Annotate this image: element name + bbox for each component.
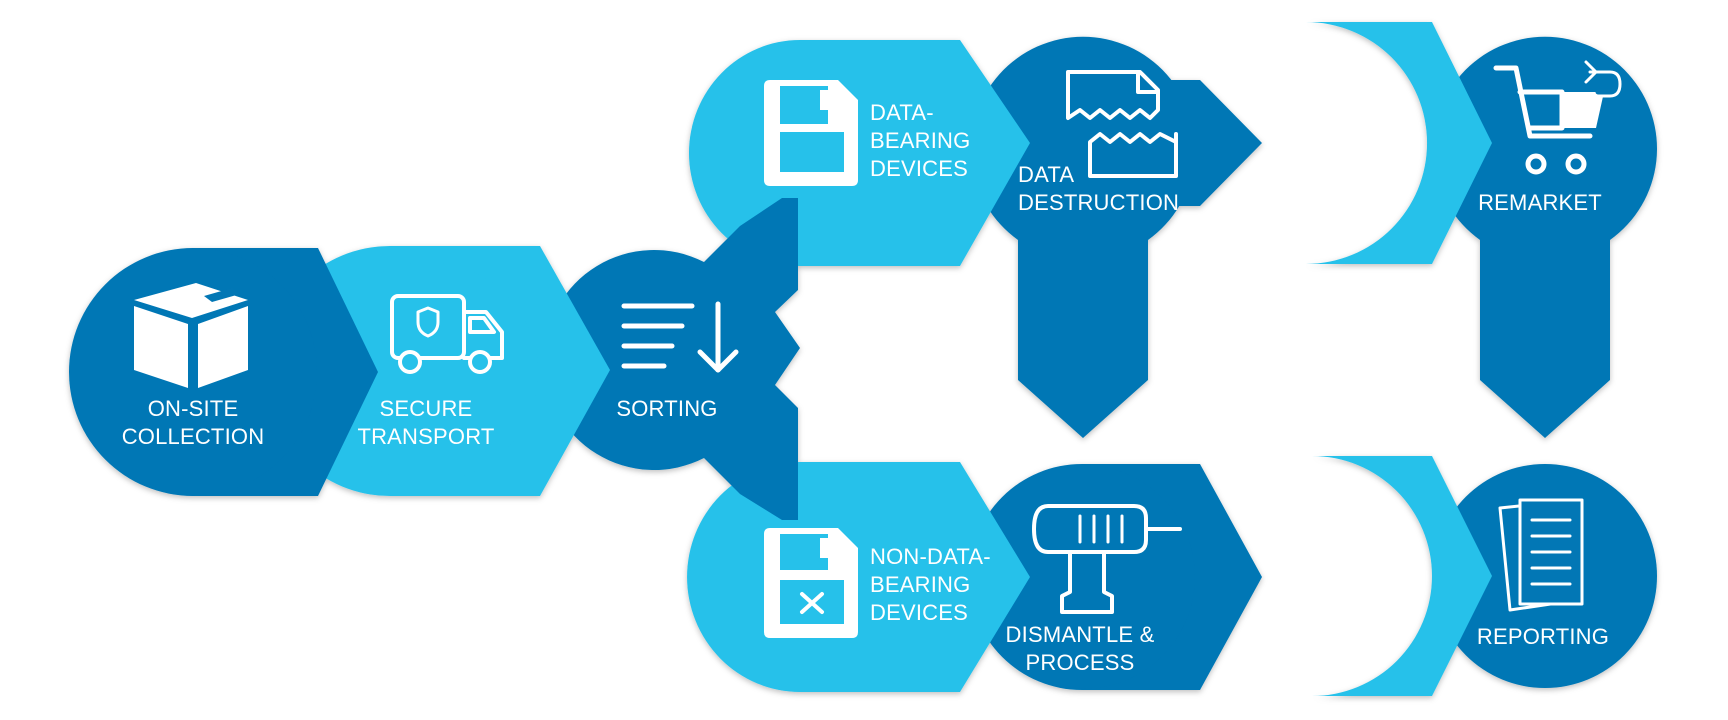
label-line: TRANSPORT — [357, 424, 494, 449]
label-line: NON-DATA- — [870, 544, 991, 569]
remarket-label: REMARKET — [1478, 190, 1602, 215]
drill-icon — [1032, 504, 1182, 614]
documents-icon — [1498, 498, 1584, 612]
label-line: DEVICES — [870, 600, 968, 625]
reporting-label: REPORTING — [1477, 624, 1609, 649]
recycle-label: RECYCLE — [1261, 620, 1366, 645]
label-line: DISMANTLE & — [1006, 622, 1155, 647]
refurbish-label: REFURBISH — [1244, 190, 1373, 215]
label-line: ON-SITE — [148, 396, 239, 421]
sort-icon — [621, 301, 739, 373]
label-line: SECURE — [380, 396, 473, 421]
label-line: DEVICES — [870, 156, 968, 181]
label-line: PROCESS — [1026, 650, 1135, 675]
sorting-label: SORTING — [616, 396, 717, 421]
non-data-bearing-devices-shape — [687, 462, 1030, 692]
label-line: REPORTING — [1477, 624, 1609, 649]
truck-icon — [390, 294, 504, 374]
recycle-icon — [1270, 504, 1384, 614]
shredded-paper-icon — [1066, 70, 1178, 178]
secure-transport-label: SECURE TRANSPORT — [357, 396, 494, 449]
non-data-bearing-devices-label: NON-DATA- BEARING DEVICES — [870, 544, 991, 625]
data-bearing-devices-label: DATA- BEARING DEVICES — [870, 100, 970, 181]
label-line: COLLECTION — [122, 424, 265, 449]
sorting-shape — [544, 198, 800, 520]
laptop-recycle-icon — [1260, 82, 1404, 180]
dismantle-process-label: DISMANTLE & PROCESS — [1006, 622, 1155, 675]
box-icon — [134, 283, 248, 388]
label-line: DATA — [1018, 162, 1074, 187]
label-line: REMARKET — [1478, 190, 1602, 215]
floppy-x-icon — [764, 528, 858, 638]
refurbish-shape — [1306, 21, 1492, 264]
floppy-disk-icon — [764, 80, 858, 186]
on-site-collection-label: ON-SITE COLLECTION — [122, 396, 265, 449]
cart-return-icon — [1493, 59, 1622, 175]
data-destruction-arrow — [1150, 80, 1262, 206]
label-line: DATA- — [870, 100, 934, 125]
label-line: SORTING — [616, 396, 717, 421]
label-line: DESTRUCTION — [1018, 190, 1179, 215]
label-line: BEARING — [870, 128, 970, 153]
label-line: REFURBISH — [1244, 190, 1373, 215]
label-line: BEARING — [870, 572, 970, 597]
recycle-shape — [1312, 456, 1492, 696]
data-destruction-label: DATA DESTRUCTION — [1018, 162, 1179, 215]
label-line: RECYCLE — [1261, 620, 1366, 645]
